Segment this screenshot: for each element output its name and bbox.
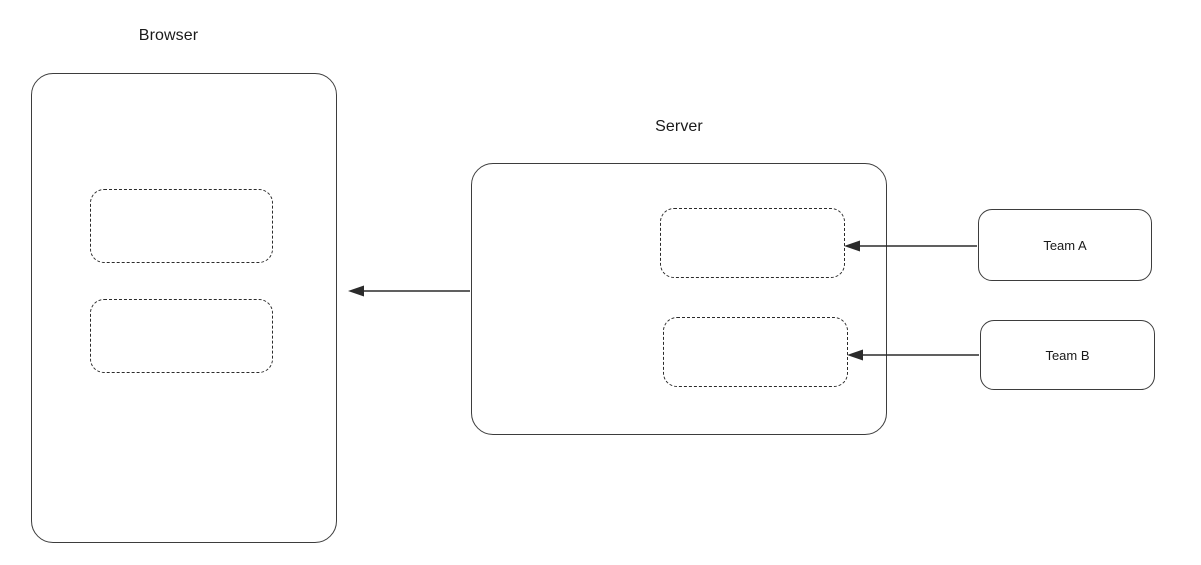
server-group-label: Server: [655, 118, 703, 135]
team-b-node[interactable]: Team B: [980, 320, 1155, 390]
server-container[interactable]: [471, 163, 887, 435]
connector-server-to-browser: [348, 285, 470, 297]
browser-slot-1[interactable]: [90, 189, 273, 263]
team-b-label: Team B: [1045, 347, 1090, 363]
server-slot-2[interactable]: [663, 317, 848, 387]
browser-slot-2[interactable]: [90, 299, 273, 373]
arrow-head-icon: [348, 285, 364, 297]
browser-group-label: Browser: [138, 27, 199, 44]
server-slot-1[interactable]: [660, 208, 845, 278]
team-a-label: Team A: [1043, 237, 1087, 253]
browser-container[interactable]: [31, 73, 337, 543]
team-a-node[interactable]: Team A: [978, 209, 1152, 281]
